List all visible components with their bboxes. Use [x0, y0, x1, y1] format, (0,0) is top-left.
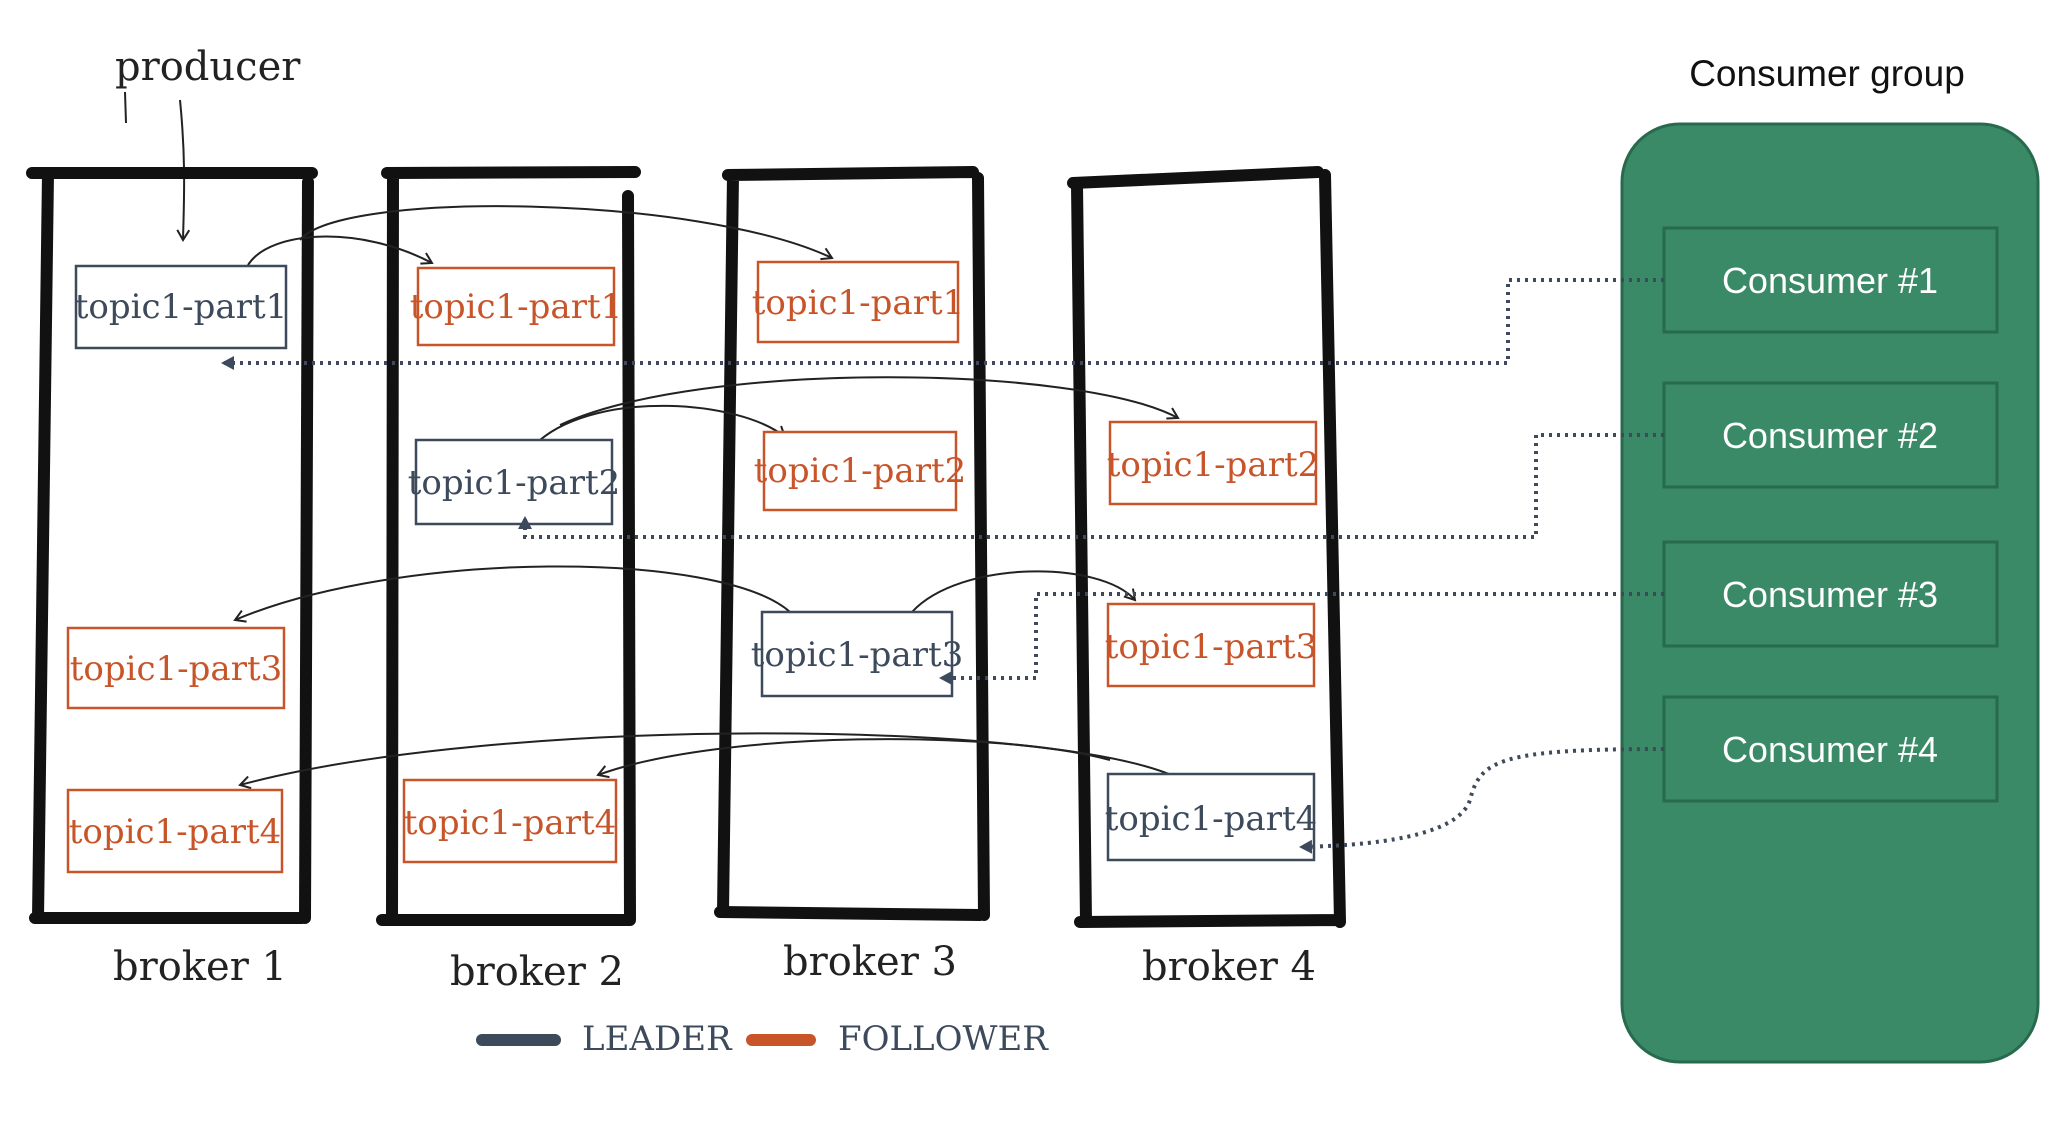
partition-p2-b4-label: topic1-part2: [1107, 445, 1320, 485]
connector-consumer-3: [939, 592, 1664, 685]
consumer-4[interactable]: Consumer #4: [1662, 695, 1999, 803]
broker-3-label: broker 3: [783, 939, 957, 985]
broker-2-label: broker 2: [450, 949, 624, 995]
partition-p3-b1-label: topic1-part3: [70, 649, 283, 689]
partition-p4-b4-label: topic1-part4: [1105, 799, 1318, 839]
partition-p4-b2-label: topic1-part4: [404, 803, 617, 843]
partition-p2-b4: topic1-part2: [1107, 420, 1320, 506]
connector-consumer-2: [518, 433, 1664, 539]
partition-p3-b1: topic1-part3: [66, 626, 286, 710]
partition-p2-b2: topic1-part2: [408, 438, 621, 526]
consumer-1[interactable]: Consumer #1: [1662, 226, 1999, 334]
replication-arrows: [233, 205, 1180, 790]
partition-p3-b4-label: topic1-part3: [1105, 627, 1318, 667]
partition-p3-b3-label: topic1-part3: [751, 635, 964, 675]
consumer-2[interactable]: Consumer #2: [1662, 381, 1999, 489]
broker-1-label: broker 1: [113, 944, 287, 990]
partition-p1-b1-label: topic1-part1: [75, 287, 288, 327]
broker-4-label: broker 4: [1142, 944, 1316, 990]
partition-p3-b4: topic1-part3: [1105, 602, 1318, 688]
broker-1: [26, 167, 318, 924]
partition-p4-b4: topic1-part4: [1105, 772, 1318, 862]
partition-p2-b3: topic1-part2: [754, 430, 967, 512]
broker-3: [714, 166, 990, 921]
connector-consumer-1: [221, 278, 1664, 370]
partition-p1-b3: topic1-part1: [752, 260, 965, 344]
consumer-1-label: Consumer #1: [1722, 260, 1938, 301]
broker-4: [1067, 166, 1346, 928]
partition-p4-b2: topic1-part4: [402, 778, 618, 864]
partition-p1-b1: topic1-part1: [75, 264, 288, 350]
partition-p4-b1: topic1-part4: [66, 788, 284, 874]
consumer-connectors: [221, 278, 1665, 854]
partition-p2-b2-label: topic1-part2: [408, 463, 621, 503]
consumer-3[interactable]: Consumer #3: [1662, 540, 1999, 648]
producer-arrow: [124, 91, 184, 240]
consumer-4-label: Consumer #4: [1722, 729, 1938, 770]
consumer-2-label: Consumer #2: [1722, 415, 1938, 456]
broker-2: [376, 166, 641, 926]
partition-p1-b2: topic1-part1: [410, 266, 623, 347]
consumer-3-label: Consumer #3: [1722, 574, 1938, 615]
consumer-group-title: Consumer group: [1689, 53, 1965, 94]
legend-leader-label: LEADER: [582, 1019, 733, 1059]
partition-p2-b3-label: topic1-part2: [754, 451, 967, 491]
producer-label: producer: [115, 44, 301, 90]
partition-p1-b3-label: topic1-part1: [752, 283, 965, 323]
partition-p4-b1-label: topic1-part4: [69, 812, 282, 852]
partition-p3-b3: topic1-part3: [751, 610, 964, 698]
connector-consumer-4: [1299, 747, 1665, 854]
partition-p1-b2-label: topic1-part1: [410, 287, 623, 327]
legend: LEADER FOLLOWER: [476, 1019, 1049, 1059]
legend-follower-label: FOLLOWER: [838, 1019, 1049, 1059]
